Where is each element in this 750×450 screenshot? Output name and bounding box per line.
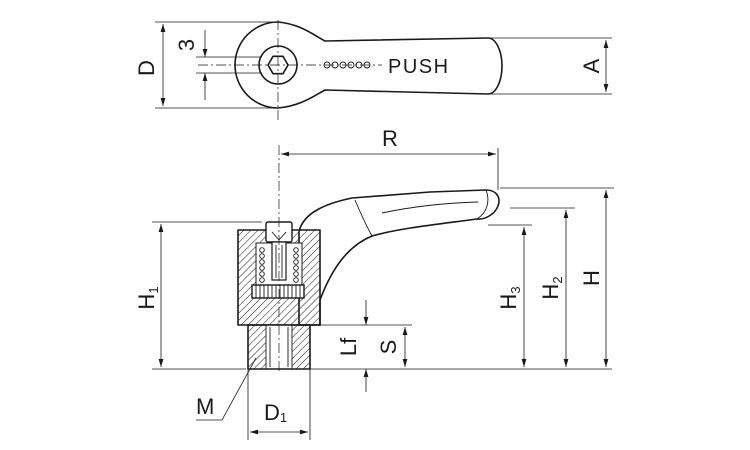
h3-label-main: H: [496, 294, 521, 310]
h1-label-sub: 1: [146, 286, 161, 293]
lever-highlight: [381, 201, 479, 214]
s-label: S: [376, 340, 401, 355]
hex-socket-icon: [267, 55, 289, 75]
h3-label-sub: 3: [508, 286, 523, 293]
h2-label: H2: [538, 276, 565, 299]
side-view: R H1 Lf S H3 H2 H M D1: [134, 126, 614, 440]
d1-label: D1: [264, 400, 287, 425]
top-view: PUSH D 3 A: [134, 20, 612, 122]
knurled-ring: [251, 284, 305, 299]
d-label: D: [134, 60, 159, 76]
lf-label: Lf: [336, 337, 361, 356]
r-label: R: [382, 126, 398, 151]
lever-tip-curve: [476, 189, 489, 220]
d1-label-sub: 1: [280, 410, 287, 425]
d1-label-main: D: [264, 400, 280, 425]
m-leader: [196, 357, 257, 421]
grip-dots: [323, 61, 371, 69]
h-label: H: [579, 270, 604, 286]
h2-label-sub: 2: [550, 276, 565, 283]
m-label: M: [196, 394, 214, 419]
a-label: A: [579, 58, 604, 73]
spring-coils: [259, 247, 299, 283]
h2-label-main: H: [538, 284, 563, 300]
h1-label: H1: [134, 286, 161, 309]
h3-label: H3: [496, 286, 523, 309]
lever-inner-edge: [354, 199, 373, 237]
lever-top-outline: [234, 21, 503, 109]
knurl-lines: [255, 285, 301, 298]
h1-label-main: H: [134, 294, 159, 310]
push-label: PUSH: [388, 56, 450, 78]
three-label: 3: [174, 39, 199, 51]
lever-side-outline: [298, 189, 500, 326]
